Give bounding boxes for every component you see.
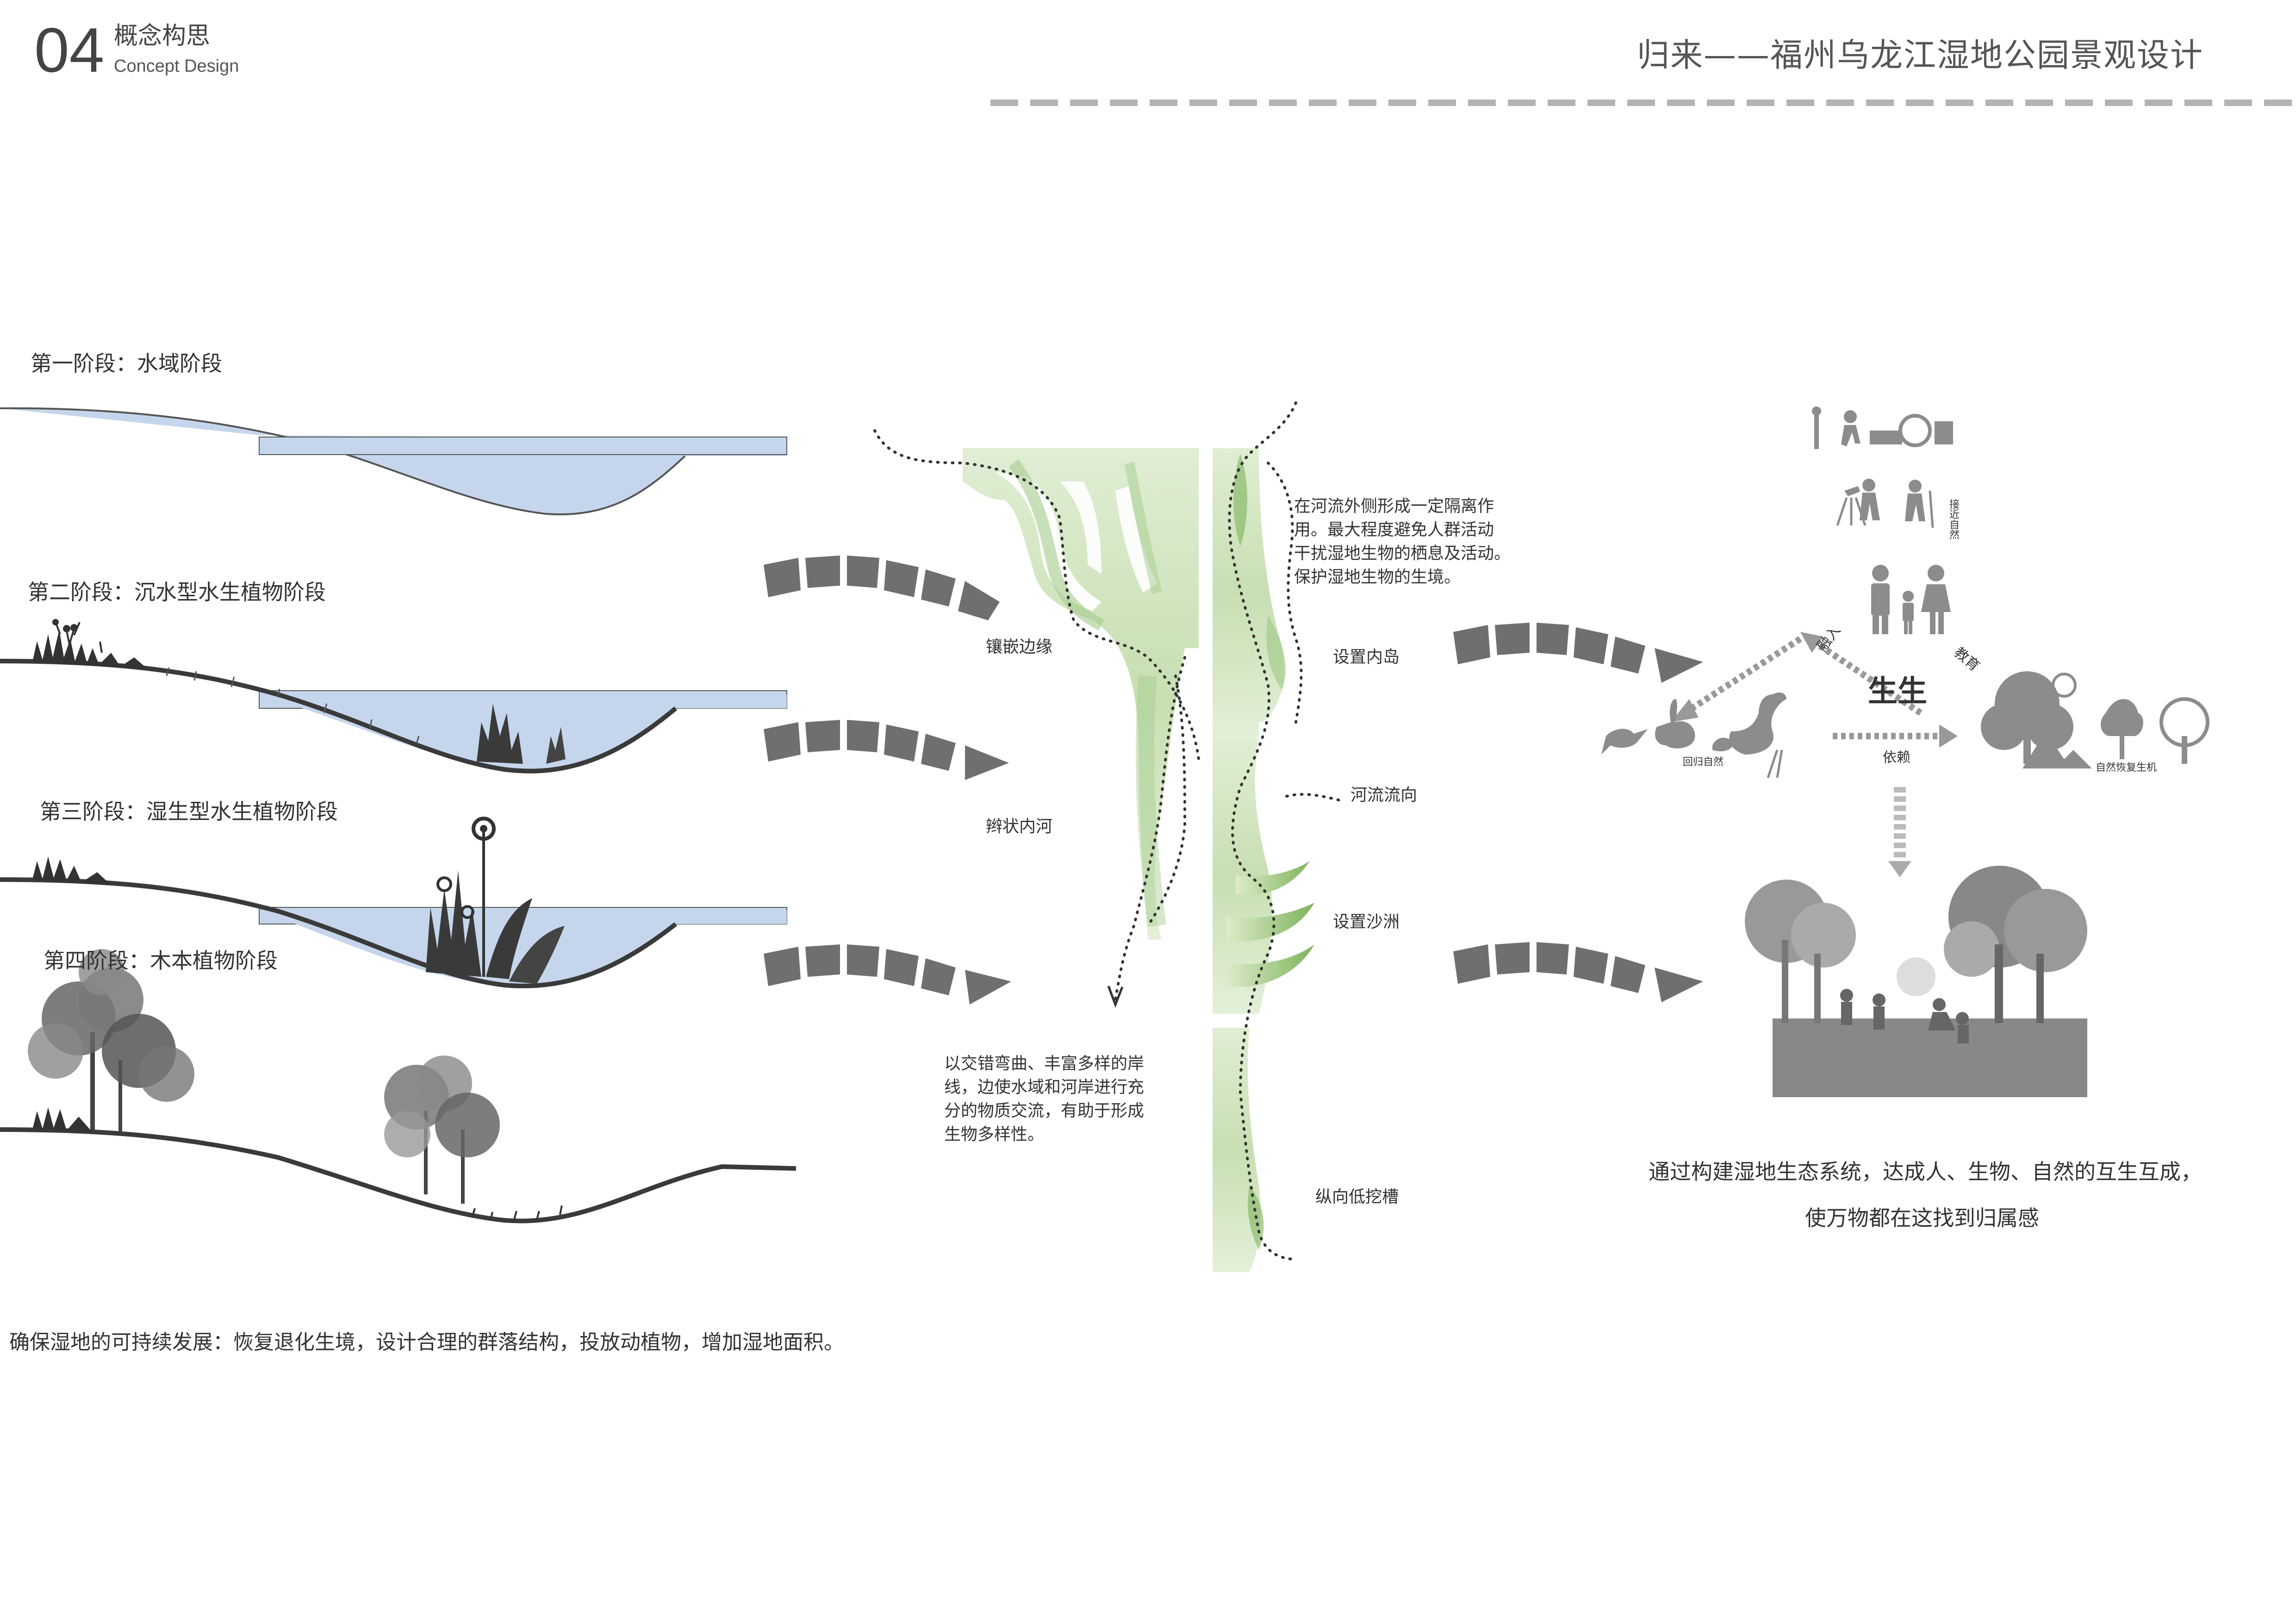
note-isolation: 在河流外侧形成一定隔离作 用。最大程度避免人群活动 干扰湿地生物的栖息及活动。 … <box>1294 497 1511 587</box>
label-center-shengsheng: 生生 <box>1868 675 1927 709</box>
label-nature-revive: 自然恢复生机 <box>2096 762 2157 774</box>
label-inlay-edge: 镶嵌边缘 <box>986 637 1053 656</box>
arrow-chain-5 <box>1453 942 1703 1002</box>
stage4-label: 第四阶段：木本植物阶段 <box>44 948 278 973</box>
label-braided-river: 辫状内河 <box>986 817 1053 836</box>
label-return-nature: 回归自然 <box>1683 756 1724 768</box>
section-title-en: Concept Design <box>114 56 239 76</box>
river-dotted-paths <box>873 401 1344 1261</box>
river-right-strip <box>1213 448 1314 1272</box>
nature-icons <box>1981 671 2209 768</box>
section-number: 04 <box>34 15 105 85</box>
stage3-section <box>0 817 787 988</box>
label-dependence: 依赖 <box>1883 750 1910 766</box>
label-close-to-nature: 接近自然 <box>1949 499 1960 541</box>
flow-arrowhead <box>1107 986 1124 1008</box>
ecology-triangle <box>1671 632 1958 877</box>
wildlife-icons <box>1601 692 1786 778</box>
stage3-label: 第三阶段：湿生型水生植物阶段 <box>40 799 338 824</box>
conclusion-line2: 使万物都在这找到归属感 <box>1805 1206 2039 1230</box>
river-left-strip <box>963 448 1199 940</box>
label-trench: 纵向低挖槽 <box>1315 1187 1399 1206</box>
arrow-chain-4 <box>1453 623 1703 683</box>
label-flow-direction: 河流流向 <box>1350 786 1418 805</box>
stage2-section <box>0 619 787 774</box>
stage2-label: 第二阶段：沉水型水生植物阶段 <box>28 580 326 605</box>
people-nature-scene <box>1745 866 2087 1097</box>
nature-access-icons <box>1836 479 1934 528</box>
section-title-cn: 概念构思 <box>114 22 211 50</box>
arrow-chain-3 <box>764 944 1011 1005</box>
river-divider <box>1203 448 1209 1272</box>
conclusion-line1: 通过构建湿地生态系统，达成人、生物、自然的互生互成， <box>1649 1159 2202 1184</box>
stage1-section <box>0 407 787 516</box>
human-activity-icons <box>1812 406 1953 449</box>
tree-left <box>28 949 194 1132</box>
arrow-chain-1 <box>764 556 1000 620</box>
project-title: 归来——福州乌龙江湿地公园景观设计 <box>1637 36 2203 74</box>
note-shoreline: 以交错弯曲、丰富多样的岸 线，边使水域和河岸进行充 分的物质交流，有助于形成 生… <box>944 1054 1145 1144</box>
stage1-label: 第一阶段：水域阶段 <box>31 351 222 376</box>
stage4-section <box>0 949 796 1224</box>
label-sandbar: 设置沙洲 <box>1333 912 1400 931</box>
family-icon <box>1871 565 1951 634</box>
label-inner-island: 设置内岛 <box>1333 648 1400 667</box>
footer-note: 确保湿地的可持续发展：恢复退化生境，设计合理的群落结构，投放动植物，增加湿地面积… <box>9 1330 844 1354</box>
arrow-chain-2 <box>764 720 1009 780</box>
tree-right <box>384 1056 500 1204</box>
